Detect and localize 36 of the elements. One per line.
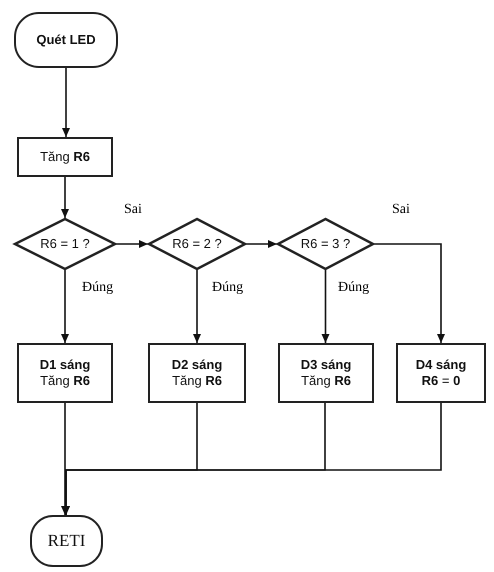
process-box bbox=[148, 343, 246, 403]
node-text: R6 = 3 ? bbox=[300, 236, 350, 252]
node-text: R6 = 1 ? bbox=[40, 236, 90, 252]
node-text: R6 = 0 bbox=[422, 373, 460, 390]
arrow bbox=[193, 270, 201, 343]
arrow bbox=[61, 177, 69, 218]
node-text: D3 sáng bbox=[300, 356, 352, 373]
node-text: Tăng R6 bbox=[301, 373, 351, 390]
node-text: R6 = 2 ? bbox=[172, 236, 222, 252]
decision-diamond bbox=[14, 218, 116, 270]
node-text: Quét LED bbox=[36, 32, 96, 48]
arrow bbox=[374, 243, 445, 343]
arrow bbox=[246, 240, 277, 248]
edge-label: Đúng bbox=[80, 280, 116, 296]
node-text: D1 sáng bbox=[40, 356, 90, 373]
arrow bbox=[61, 270, 69, 343]
terminal-box bbox=[30, 515, 103, 567]
arrow bbox=[62, 68, 70, 137]
decision-diamond bbox=[277, 218, 374, 270]
node-text: D4 sáng bbox=[416, 356, 466, 373]
node-text: Tăng R6 bbox=[40, 148, 90, 166]
node-text: D2 sáng bbox=[172, 356, 222, 373]
node-text: Tăng R6 bbox=[40, 373, 90, 390]
edge-label: Đúng bbox=[210, 280, 246, 296]
arrow bbox=[61, 403, 69, 515]
edge-label: Đúng bbox=[336, 280, 372, 296]
terminal-box bbox=[14, 12, 118, 68]
process-box bbox=[396, 343, 486, 403]
arrow bbox=[322, 270, 330, 343]
process-box bbox=[278, 343, 374, 403]
arrow bbox=[116, 240, 148, 248]
node-text: RETI bbox=[48, 530, 86, 552]
node-text: Tăng R6 bbox=[172, 373, 222, 390]
process-box bbox=[17, 137, 113, 177]
decision-diamond bbox=[148, 218, 246, 270]
process-box bbox=[17, 343, 113, 403]
